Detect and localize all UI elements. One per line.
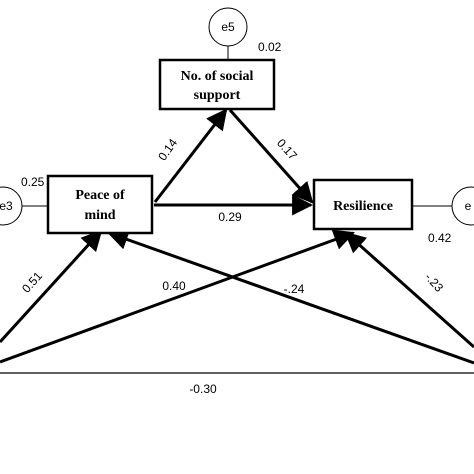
resilience-label: Resilience (333, 199, 393, 214)
ss-r2: 0.02 (258, 40, 282, 54)
arrow-ss-to-res (228, 109, 314, 204)
coef-pom-to-res: 0.29 (218, 210, 242, 224)
e5-circle (208, 7, 248, 47)
e-res-circle (451, 186, 474, 226)
e5-label: e5 (221, 20, 235, 34)
peace-of-mind-box (46, 174, 154, 235)
coef-pom-to-ss: 0.14 (155, 136, 180, 163)
arrow-pom-to-ss (153, 108, 228, 203)
social-support-label-line2: support (194, 88, 241, 103)
resilience-box (312, 178, 414, 231)
arrow-left-to-res (0, 229, 355, 364)
coef-left-to-pom: 0.51 (19, 269, 45, 296)
arrow-right-to-res (344, 231, 474, 349)
coef-ss-to-res: 0.17 (274, 136, 300, 163)
res-r2: 0.42 (428, 231, 452, 245)
e-res-label: e (465, 199, 472, 213)
peace-of-mind-label-line1: Peace of (75, 188, 125, 203)
pom-r2: 0.25 (21, 175, 45, 189)
coef-right-to-res: -.23 (422, 270, 446, 295)
peace-of-mind-label-line2: mind (84, 208, 115, 223)
coef-left-to-res: 0.40 (162, 279, 186, 293)
social-support-box (158, 58, 276, 111)
e3-label: e3 (0, 199, 13, 213)
coef-left-right: -0.30 (189, 382, 217, 396)
social-support-label-line1: No. of social (181, 69, 254, 84)
arrow-left-to-pom (0, 229, 103, 344)
coef-right-to-pom: -.24 (284, 282, 305, 296)
arrow-right-to-pom (107, 229, 474, 365)
e3-circle (0, 186, 23, 226)
